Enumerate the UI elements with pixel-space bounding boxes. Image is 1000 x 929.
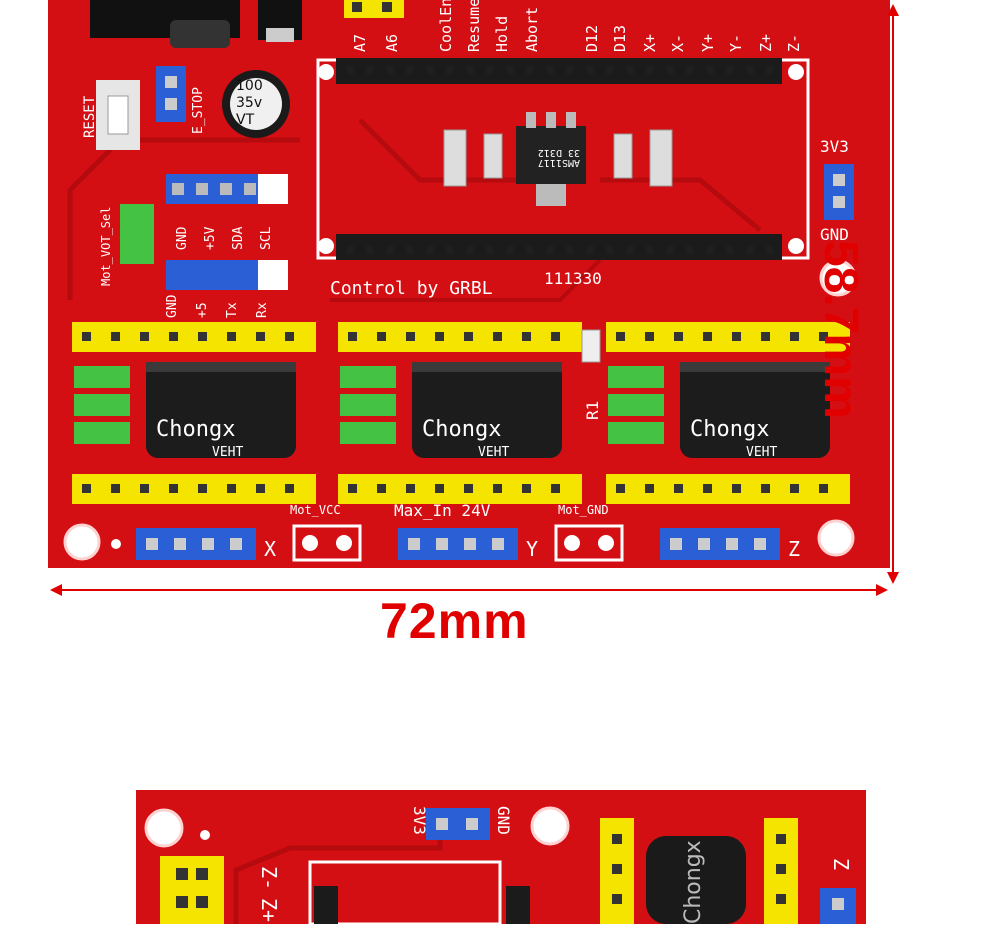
bottom-cap-brand: Chongx (681, 840, 706, 924)
microstep-jumper (74, 394, 130, 416)
header-label: A7 (351, 34, 369, 52)
mot-vot-jumper (120, 204, 154, 264)
i2c-label: GND (175, 226, 190, 250)
cap-brand: Chongx (156, 417, 235, 442)
header-label: Abort (523, 7, 541, 52)
mot-gnd-label: Mot_GND (558, 503, 609, 517)
i2c-label: SCL (259, 226, 274, 250)
cap-brand: Chongx (422, 417, 501, 442)
header-label: Y+ (699, 34, 717, 52)
header-label: D12 (583, 25, 601, 52)
r1-label: R1 (583, 401, 602, 420)
axis-label: Z (788, 537, 800, 561)
v3-gnd-label: GND (820, 225, 849, 244)
estop-label: E_STOP (191, 87, 206, 134)
cap-series: VEHT (746, 445, 777, 460)
width-dimension (50, 584, 888, 596)
bottom-gnd-label: GND (494, 806, 513, 835)
uart-header (166, 260, 258, 290)
regulator-label-1: 33 D312 (538, 147, 580, 158)
header-label: Z- (785, 34, 803, 52)
axis-headers: X Y Z (136, 528, 800, 561)
bottom-v3-header (426, 808, 490, 840)
bottom-board: Z- Z+ 3V3 GND Chongx Z (136, 790, 866, 926)
mot-vcc-label: Mot_VCC (290, 503, 341, 517)
header-label: X+ (641, 34, 659, 52)
driver-capacitor (412, 362, 562, 458)
height-label: 58.7mm (814, 240, 867, 419)
axis-label: Y (526, 537, 538, 561)
reset-label: RESET (82, 95, 98, 138)
mot-vot-label: Mot_VOT_Sel (99, 207, 113, 286)
cap-series: VEHT (478, 445, 509, 460)
header-label: A6 (383, 34, 401, 52)
v3-header (824, 164, 854, 220)
uart-label: Tx (225, 302, 240, 318)
uart-label: Rx (255, 302, 270, 318)
driver-header-bottom (606, 474, 850, 504)
microstep-jumper (608, 366, 664, 388)
driver-header-top (72, 322, 316, 352)
estop-header (156, 66, 186, 122)
width-label: 72mm (380, 593, 529, 649)
driver-header-bottom (72, 474, 316, 504)
driver-header-bottom (338, 474, 582, 504)
microstep-jumper (608, 394, 664, 416)
driver-capacitor (680, 362, 830, 458)
mount-hole (817, 519, 855, 557)
mount-hole (819, 259, 857, 297)
microstep-jumper (74, 422, 130, 444)
microstep-jumper (340, 422, 396, 444)
uart-label: GND (165, 294, 180, 318)
bottom-zp-label: Z+ (257, 898, 281, 922)
cap-label-3: VT (236, 112, 255, 128)
header-label: CoolEn (437, 0, 455, 52)
axis-label: X (264, 537, 276, 561)
bottom-z-label: Z (829, 858, 853, 870)
board-code: 111330 (544, 269, 602, 288)
top-board: A7 A6 CoolEn Resume Hold Abort D12 D13 X+ X- Y+ Y- Z… (48, 0, 890, 568)
mount-hole (63, 523, 101, 561)
max-in-label: Max_In 24V (394, 501, 491, 520)
microstep-jumper (74, 366, 130, 388)
microstep-jumper (340, 394, 396, 416)
microstep-jumper (608, 422, 664, 444)
v3-label: 3V3 (820, 137, 849, 156)
microstep-jumper (340, 366, 396, 388)
regulator-label-2: AMS1117 (538, 157, 580, 168)
header-label: X- (669, 34, 687, 52)
i2c-labels: GND +5V SDA SCL (175, 226, 274, 250)
cap-label-2: 35v (236, 95, 262, 111)
header-label: D13 (611, 25, 629, 52)
header-labels: A7 A6 CoolEn Resume Hold Abort D12 D13 X+ X- Y+ Y- Z… (351, 0, 803, 52)
header-label: Y- (727, 34, 745, 52)
header-label: Resume (465, 0, 483, 52)
header-label: Z+ (757, 34, 775, 52)
header-label: Hold (493, 16, 511, 52)
driver-capacitor (146, 362, 296, 458)
bottom-zm-label: Z- (257, 866, 281, 890)
uart-label: +5 (195, 302, 210, 318)
bottom-v3-label: 3V3 (410, 806, 429, 835)
i2c-label: SDA (231, 226, 246, 250)
voltage-regulator (516, 126, 586, 184)
control-text: Control by GRBL (330, 278, 493, 299)
cap-brand: Chongx (690, 417, 769, 442)
driver-header-top (338, 322, 582, 352)
height-dimension (887, 4, 899, 584)
i2c-label: +5V (203, 226, 218, 250)
bottom-capacitor (646, 836, 746, 924)
cap-label-1: 100 (236, 78, 263, 94)
uart-labels: GND +5 Tx Rx (165, 294, 270, 318)
cap-series: VEHT (212, 445, 243, 460)
